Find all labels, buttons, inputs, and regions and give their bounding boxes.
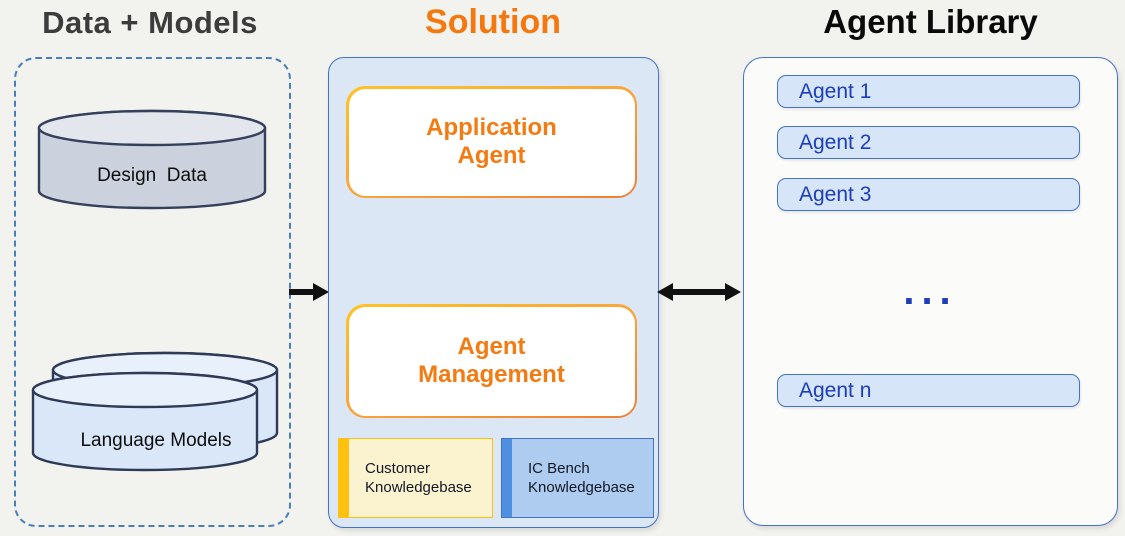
design-data-cylinder: Design Data	[36, 108, 268, 211]
agent-library-container: Agent 1 Agent 2 Agent 3 ... Agent n	[743, 57, 1118, 526]
language-models-label: Language Models	[80, 430, 232, 451]
solution-container: Application Agent Agent Management Custo…	[328, 57, 829, 528]
solution-title: Solution	[425, 3, 561, 41]
agent-3-item: Agent 3	[777, 178, 1080, 211]
data-models-container: Design Data Language Models	[14, 57, 291, 527]
agent-library-title: Agent Library	[823, 3, 1038, 40]
application-agent-label: Application Agent	[426, 113, 557, 169]
agent-1-label: Agent 1	[799, 79, 872, 103]
application-agent-box: Application Agent	[346, 86, 637, 198]
agent-management-label: Agent Management	[418, 332, 565, 388]
agent-1-item: Agent 1	[777, 75, 1080, 108]
right-arrow-icon	[289, 283, 329, 301]
ic-bench-knowledgebase-label: IC Bench Knowledgebase	[528, 459, 635, 497]
double-headed-arrow-icon	[657, 283, 741, 301]
agent-n-item: Agent n	[777, 374, 1080, 407]
agent-2-label: Agent 2	[799, 130, 872, 154]
data-models-title: Data + Models	[42, 5, 258, 40]
customer-knowledgebase-label: Customer Knowledgebase	[365, 459, 472, 497]
customer-knowledgebase-box: Customer Knowledgebase	[338, 438, 493, 518]
agent-n-label: Agent n	[799, 378, 872, 402]
language-models-cylinder: Language Models	[30, 350, 282, 490]
ic-bench-knowledgebase-box: IC Bench Knowledgebase	[501, 438, 654, 518]
design-data-label: Design Data	[97, 165, 207, 186]
blue-accent-bar	[502, 439, 512, 517]
more-agents-ellipsis: ...	[903, 269, 958, 313]
agent-3-label: Agent 3	[799, 182, 872, 206]
agent-management-box: Agent Management	[346, 304, 637, 418]
stacked-cylinders-shape-icon	[31, 351, 279, 472]
cylinder-shape-icon	[37, 109, 267, 210]
agent-2-item: Agent 2	[777, 126, 1080, 159]
gold-accent-bar	[339, 439, 349, 517]
